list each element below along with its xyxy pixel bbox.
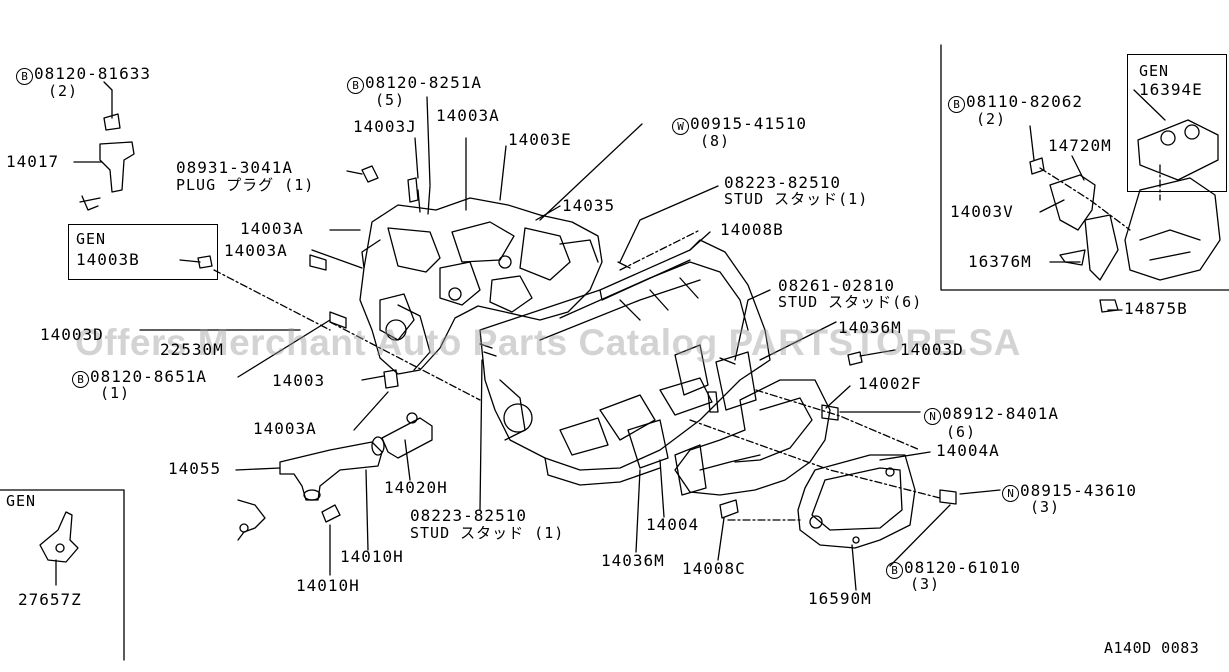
part-qty-00915-41510: (8) xyxy=(700,132,731,150)
part-qty-08120-8251A: (5) xyxy=(375,91,406,109)
inset-frame-carburetor xyxy=(940,44,1229,291)
part-label-14002F[interactable]: 14002F xyxy=(858,374,922,393)
part-label-14008B[interactable]: 14008B xyxy=(720,220,784,239)
part-label-16394E[interactable]: 16394E xyxy=(1139,80,1203,99)
part-label-14003J[interactable]: 14003J xyxy=(353,117,417,136)
water-outlet-drawing xyxy=(237,412,433,541)
part-desc-08931-3041A: PLUG プラグ (1) xyxy=(176,176,315,194)
part-label-22530M[interactable]: 22530M xyxy=(160,340,224,359)
intake-manifold-drawing xyxy=(359,185,603,375)
part-label-14720M[interactable]: 14720M xyxy=(1048,136,1112,155)
part-label-14875B[interactable]: 14875B xyxy=(1124,299,1188,318)
part-label-14036M-top[interactable]: 14036M xyxy=(838,318,902,337)
gen-label-left: GEN xyxy=(76,230,107,248)
leader-lines xyxy=(55,81,1166,591)
part-label-14017[interactable]: 14017 xyxy=(6,152,60,171)
part-label-14003D[interactable]: 14003D xyxy=(40,325,104,344)
part-label-14003A-1[interactable]: 14003A xyxy=(240,219,304,238)
part-desc-08223-82510-bottom: STUD スタッド (1) xyxy=(410,524,565,542)
part-qty-08120-8651A: (1) xyxy=(100,384,131,402)
part-label-08223-82510-bottom[interactable]: 08223-82510 xyxy=(410,506,527,525)
part-label-14008C[interactable]: 14008C xyxy=(682,559,746,578)
part-label-16590M[interactable]: 16590M xyxy=(808,589,872,608)
part-label-14003E[interactable]: 14003E xyxy=(508,130,572,149)
part-label-14004A[interactable]: 14004A xyxy=(936,441,1000,460)
part-label-14055[interactable]: 14055 xyxy=(168,459,222,478)
part-qty-08110-82062: (2) xyxy=(976,110,1007,128)
part-qty-08915-43610: (3) xyxy=(1030,498,1061,516)
part-label-16376M[interactable]: 16376M xyxy=(968,252,1032,271)
part-label-14035[interactable]: 14035 xyxy=(562,196,616,215)
part-label-14003B[interactable]: 14003B xyxy=(76,250,140,269)
carburetor-drawing xyxy=(1029,119,1221,313)
part-label-14010H-1[interactable]: 14010H xyxy=(340,547,404,566)
part-label-14020H[interactable]: 14020H xyxy=(384,478,448,497)
part-label-14003A-2[interactable]: 14003A xyxy=(224,241,288,260)
gen-label-carburetor: GEN xyxy=(1139,62,1170,80)
part-label-14036M-bottom[interactable]: 14036M xyxy=(601,551,665,570)
cylinder-head-drawing xyxy=(479,239,771,486)
part-label-14003V[interactable]: 14003V xyxy=(950,202,1014,221)
part-qty-08120-81633: (2) xyxy=(48,82,79,100)
gen-box-right xyxy=(1127,54,1227,192)
part-label-08261-02810[interactable]: 08261-02810 xyxy=(778,276,895,295)
inset-frame-bracket xyxy=(0,489,125,661)
alignment-lines xyxy=(213,164,1161,521)
gen-label-bracket: GEN xyxy=(6,492,37,510)
watermark: Offers Merchant Auto Parts Catalog PARTS… xyxy=(75,322,1021,363)
part-label-27657Z[interactable]: 27657Z xyxy=(18,590,82,609)
part-label-14003[interactable]: 14003 xyxy=(272,371,326,390)
part-qty-08120-61010: (3) xyxy=(910,575,941,593)
bracket-drawing xyxy=(39,511,79,563)
part-label-14003D-right[interactable]: 14003D xyxy=(900,340,964,359)
exhaust-manifold-drawing xyxy=(627,344,831,496)
part-label-14003A-3[interactable]: 14003A xyxy=(253,419,317,438)
part-label-14003A-top[interactable]: 14003A xyxy=(436,106,500,125)
part-qty-08912-8401A: (6) xyxy=(946,423,977,441)
part-desc-08223-82510-top: STUD スタッド(1) xyxy=(724,190,869,208)
diagram-id: A140D 0083 xyxy=(1104,639,1200,657)
part-label-14004[interactable]: 14004 xyxy=(646,515,700,534)
gen-box-left xyxy=(68,224,218,280)
part-label-14010H-2[interactable]: 14010H xyxy=(296,576,360,595)
fastener-drawings xyxy=(79,89,957,519)
heat-shield-drawing xyxy=(797,454,916,549)
part-label-08223-82510-top[interactable]: 08223-82510 xyxy=(724,173,841,192)
part-label-08931-3041A[interactable]: 08931-3041A xyxy=(176,158,293,177)
part-desc-08261-02810: STUD スタッド(6) xyxy=(778,293,923,311)
